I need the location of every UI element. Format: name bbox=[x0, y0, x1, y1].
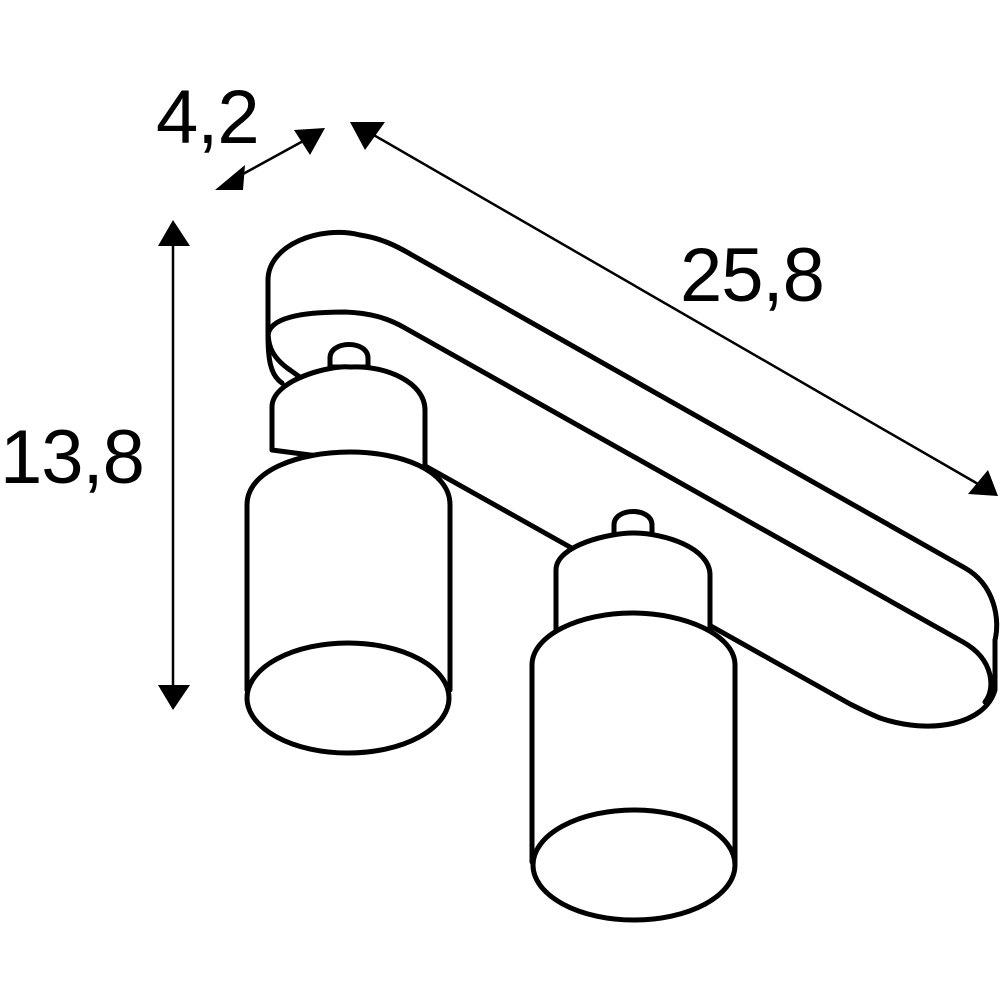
spotlight-right bbox=[529, 509, 738, 923]
spot-right-neck bbox=[553, 530, 713, 638]
spot-right-body bbox=[529, 610, 738, 865]
spot-right-knob bbox=[611, 509, 655, 538]
spot-left-knob bbox=[327, 342, 371, 370]
depth-dimension-line bbox=[215, 128, 325, 190]
spot-left-neck bbox=[269, 364, 428, 473]
depth-dimension-label: 4,2 bbox=[156, 75, 260, 160]
height-dimension-line bbox=[158, 220, 190, 710]
length-dimension-label: 25,8 bbox=[680, 233, 825, 318]
spot-right-lens bbox=[530, 807, 738, 923]
spot-left-lens bbox=[244, 640, 452, 756]
spot-left-body bbox=[244, 449, 453, 693]
height-dimension-label: 13,8 bbox=[0, 415, 145, 500]
length-dimension-line bbox=[350, 122, 998, 496]
spotlight-left bbox=[244, 342, 453, 756]
